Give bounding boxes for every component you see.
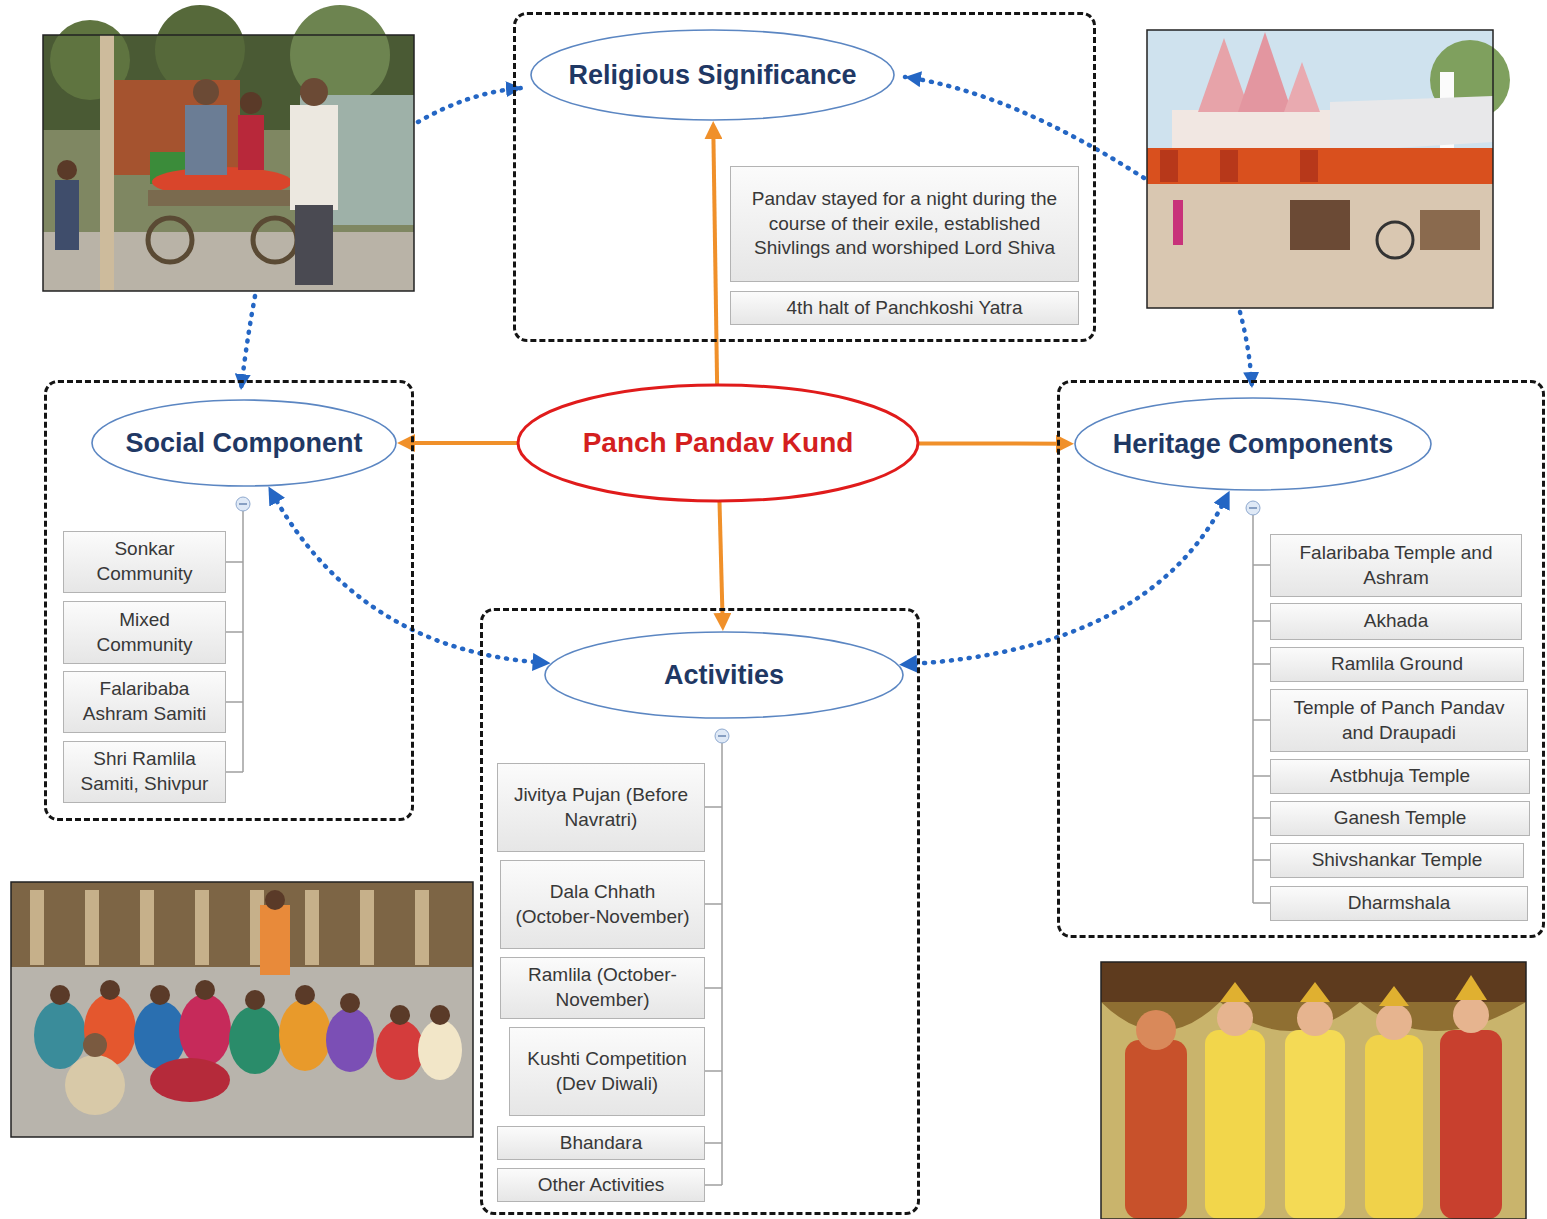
node-label: Dala Chhath (October-November) xyxy=(507,880,698,929)
node-label: Astbhuja Temple xyxy=(1277,764,1523,789)
ellipse-outline xyxy=(518,385,918,501)
node-label: Ganesh Temple xyxy=(1277,806,1523,831)
connector-arrow xyxy=(405,441,517,445)
connector-arrow xyxy=(713,129,717,384)
list-box: Pandav stayed for a night during the cou… xyxy=(730,166,1079,282)
community-photo xyxy=(11,882,473,1137)
list-box: Shivshankar Temple xyxy=(1270,843,1524,878)
category-ellipse: Social Component xyxy=(90,398,398,488)
list-box: Temple of Panch Pandav and Draupadi xyxy=(1270,689,1528,752)
dashed-group-frame: ActivitiesJivitya Pujan (Before Navratri… xyxy=(480,608,920,1215)
category-ellipse: Activities xyxy=(543,630,905,720)
node-label: Bhandara xyxy=(504,1131,698,1156)
ellipse-outline xyxy=(545,632,903,718)
node-label: Mixed Community xyxy=(70,608,219,657)
list-box: Ramlila Ground xyxy=(1270,647,1524,682)
node-label: Jivitya Pujan (Before Navratri) xyxy=(504,783,698,832)
list-box: Jivitya Pujan (Before Navratri) xyxy=(497,763,705,852)
node-label: Shri Ramlila Samiti, Shivpur xyxy=(70,747,219,796)
ellipse-outline xyxy=(1075,398,1431,490)
node-label: Ramlila Ground xyxy=(1277,652,1517,677)
list-box: Astbhuja Temple xyxy=(1270,759,1530,794)
list-box: Dharmshala xyxy=(1270,886,1528,921)
list-box: Falaribaba Temple and Ashram xyxy=(1270,534,1522,597)
connector-arrow xyxy=(907,498,1226,665)
node-label: Shivshankar Temple xyxy=(1277,848,1517,873)
node-label: Sonkar Community xyxy=(70,537,219,586)
node-label: Other Activities xyxy=(504,1173,698,1198)
list-box: Akhada xyxy=(1270,603,1522,640)
list-box: Sonkar Community xyxy=(63,531,226,593)
list-box: Ramlila (October-November) xyxy=(500,957,705,1019)
list-box: Other Activities xyxy=(497,1168,705,1202)
list-box: Dala Chhath (October-November) xyxy=(500,860,705,949)
node-label: Kushti Competition (Dev Diwali) xyxy=(516,1047,698,1096)
connector-arrow xyxy=(720,502,723,623)
list-box: Kushti Competition (Dev Diwali) xyxy=(509,1027,705,1116)
node-label: Social Component xyxy=(125,428,362,459)
list-box: Mixed Community xyxy=(63,601,226,664)
category-ellipse: Heritage Components xyxy=(1073,396,1433,492)
node-label: Religious Significance xyxy=(568,60,856,91)
ramlila-photo xyxy=(1101,962,1526,1219)
node-label: Pandav stayed for a night during the cou… xyxy=(737,187,1072,261)
dashed-group-frame: Heritage ComponentsFalaribaba Temple and… xyxy=(1057,380,1545,938)
dashed-group-frame: Religious SignificancePandav stayed for … xyxy=(513,12,1096,342)
connector-arrow xyxy=(919,441,1066,445)
node-label: Falaribaba Ashram Samiti xyxy=(70,677,219,726)
ellipse-outline xyxy=(92,400,396,486)
dashed-group-frame: Social ComponentSonkar CommunityMixed Co… xyxy=(44,380,414,821)
node-label: Activities xyxy=(664,660,784,691)
list-box: Bhandara xyxy=(497,1126,705,1160)
vendor-photo xyxy=(43,5,414,291)
category-ellipse: Religious Significance xyxy=(529,28,896,122)
ellipse-outline xyxy=(531,30,894,120)
photo-leader-arrows xyxy=(241,77,1252,390)
collapse-toggles xyxy=(236,497,1260,743)
central-ellipse: Panch Pandav Kund xyxy=(516,383,920,503)
list-box: Shri Ramlila Samiti, Shivpur xyxy=(63,741,226,803)
node-label: Panch Pandav Kund xyxy=(583,427,854,459)
node-label: Temple of Panch Pandav and Draupadi xyxy=(1277,696,1521,745)
node-label: 4th halt of Panchkoshi Yatra xyxy=(737,296,1072,321)
list-box: 4th halt of Panchkoshi Yatra xyxy=(730,291,1079,325)
node-label: Ramlila (October-November) xyxy=(507,963,698,1012)
node-label: Falaribaba Temple and Ashram xyxy=(1277,541,1515,590)
node-label: Akhada xyxy=(1277,609,1515,634)
list-box: Falaribaba Ashram Samiti xyxy=(63,671,226,733)
node-label: Heritage Components xyxy=(1113,429,1394,460)
connector-arrow xyxy=(272,493,542,662)
list-box: Ganesh Temple xyxy=(1270,801,1530,836)
temple-photo xyxy=(1147,30,1510,308)
node-label: Dharmshala xyxy=(1277,891,1521,916)
